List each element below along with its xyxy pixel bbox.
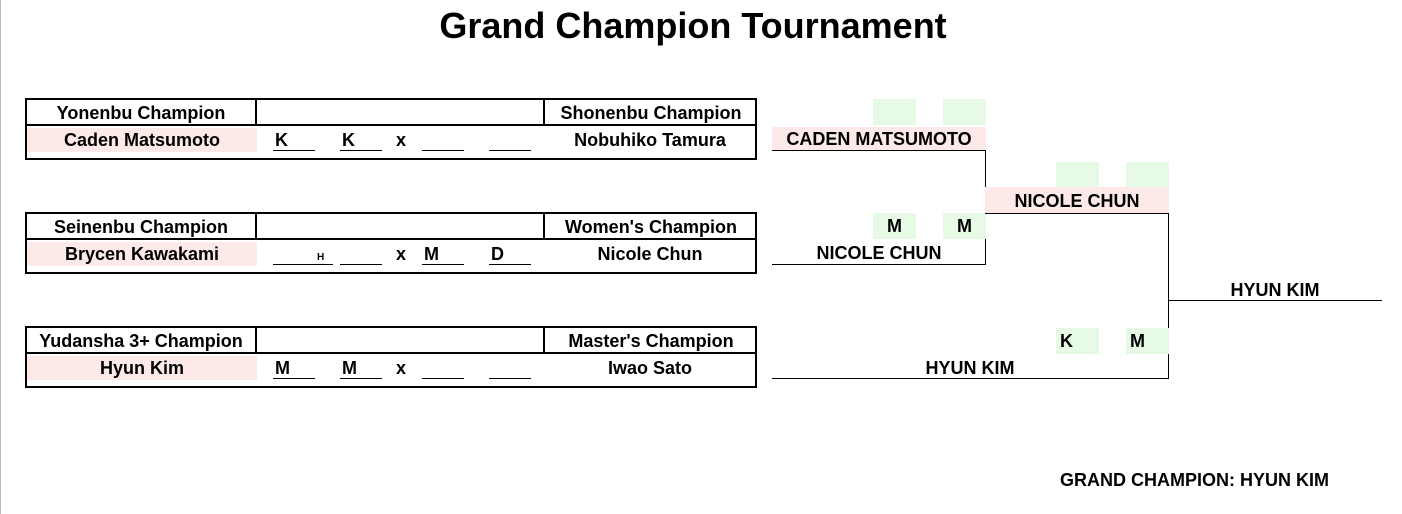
- bracket-connector: [1168, 213, 1169, 379]
- r2-top-winner[interactable]: NICOLE CHUN: [985, 187, 1169, 213]
- score-cell-4[interactable]: D: [489, 243, 531, 265]
- left-competitor-name[interactable]: Brycen Kawakami: [27, 242, 257, 266]
- score-cell-3[interactable]: M: [422, 243, 464, 265]
- match-card-1: Yonenbu Champion Shonenbu Champion Caden…: [25, 98, 757, 160]
- score-cell-2[interactable]: K: [340, 129, 382, 151]
- score-header: [257, 100, 543, 126]
- score-cell-1[interactable]: H: [273, 243, 333, 265]
- score-cell-3[interactable]: [422, 357, 464, 379]
- r1-bottom-winner[interactable]: HYUN KIM: [925, 358, 1015, 378]
- score-header: [257, 328, 543, 354]
- grand-champion-label: GRAND CHAMPION: HYUN KIM: [1060, 470, 1329, 490]
- score-cell-4[interactable]: [489, 357, 531, 379]
- score-cell-4[interactable]: [489, 129, 531, 151]
- right-competitor-name[interactable]: Iwao Sato: [607, 358, 692, 378]
- final-winner[interactable]: HYUN KIM: [1230, 280, 1320, 300]
- left-division-title: Seinenbu Champion: [27, 214, 257, 240]
- right-division-title: Women's Champion: [543, 214, 757, 240]
- r1-top-winner[interactable]: CADEN MATSUMOTO: [772, 127, 986, 150]
- r2-top-score-cell-1[interactable]: [1056, 162, 1099, 187]
- score-cell-1[interactable]: K: [273, 129, 315, 151]
- r2-top-score-cell-2[interactable]: [1126, 162, 1169, 187]
- right-division-title: Master's Champion: [543, 328, 757, 354]
- score-separator: x: [395, 244, 406, 264]
- score-separator: x: [395, 358, 406, 378]
- r1-mid-score-cell-1[interactable]: M: [873, 213, 916, 239]
- right-competitor-name[interactable]: Nobuhiko Tamura: [574, 130, 726, 150]
- score-cell-2[interactable]: [340, 243, 382, 265]
- score-cell-1[interactable]: M: [273, 357, 315, 379]
- bracket-line: [772, 264, 986, 265]
- r1-top-score-cell-2[interactable]: [943, 99, 986, 125]
- right-competitor-name[interactable]: Nicole Chun: [597, 244, 703, 264]
- left-competitor-name[interactable]: Hyun Kim: [27, 356, 257, 380]
- r1-mid-winner[interactable]: NICOLE CHUN: [816, 243, 942, 263]
- r1-mid-score-cell-2[interactable]: M: [943, 213, 986, 239]
- r2-bottom-score-cell-2[interactable]: M: [1126, 328, 1169, 354]
- left-division-title: Yudansha 3+ Champion: [27, 328, 257, 354]
- match-card-3: Yudansha 3+ Champion Master's Champion H…: [25, 326, 757, 388]
- r1-top-score-cell-1[interactable]: [873, 99, 916, 125]
- r2-bottom-score-cell-1[interactable]: K: [1056, 328, 1099, 354]
- bracket-line: [985, 213, 1169, 214]
- page-title: Grand Champion Tournament: [439, 5, 947, 46]
- right-division-title: Shonenbu Champion: [543, 100, 757, 126]
- match-card-2: Seinenbu Champion Women's Champion Bryce…: [25, 212, 757, 274]
- score-cell-2[interactable]: M: [340, 357, 382, 379]
- score-cell-3[interactable]: [422, 129, 464, 151]
- score-header: [257, 214, 543, 240]
- left-division-title: Yonenbu Champion: [27, 100, 257, 126]
- left-competitor-name[interactable]: Caden Matsumoto: [27, 128, 257, 152]
- bracket-line: [772, 150, 986, 151]
- bracket-line: [1169, 300, 1382, 301]
- sheet-left-border: [0, 0, 1, 514]
- bracket-line: [772, 378, 1169, 379]
- score-separator: x: [395, 130, 406, 150]
